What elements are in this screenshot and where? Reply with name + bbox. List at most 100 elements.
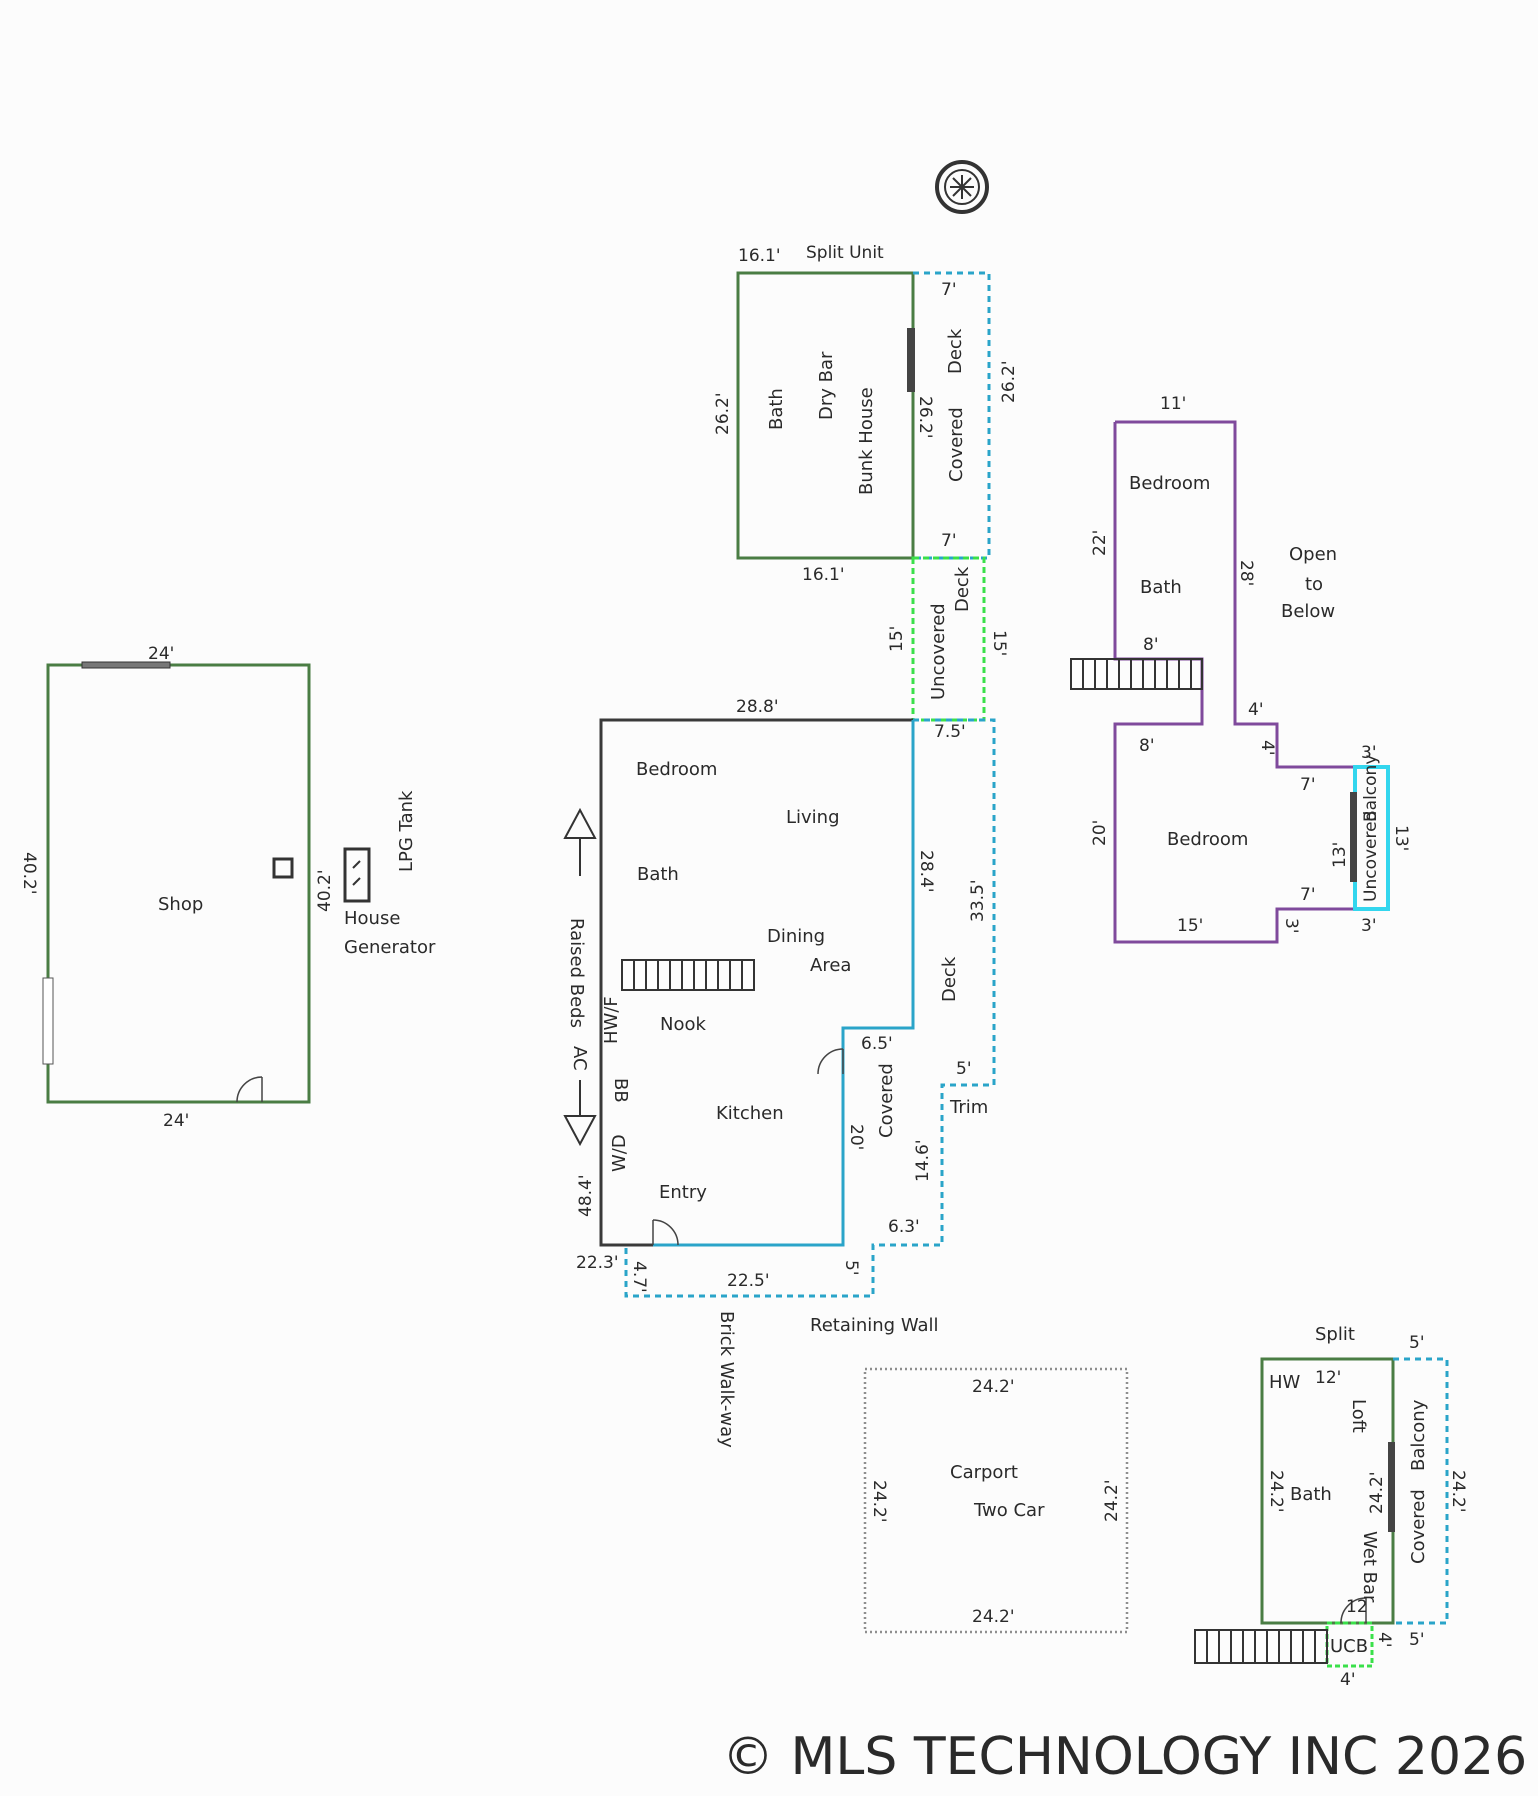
upper-d3c-dim: 3': [1361, 916, 1377, 936]
bunk-deck-label: Deck: [945, 328, 966, 374]
entry-label: Entry: [659, 1182, 707, 1203]
main-deck-dotted: [624, 718, 996, 1298]
main-house: 28.8' Bedroom Living Bath Dining Area No…: [563, 697, 996, 1448]
walk-deck-label: Deck: [952, 566, 973, 612]
split-d5b-dim: 5': [1409, 1630, 1425, 1650]
split-right-dim: 24.2': [1448, 1470, 1468, 1513]
split-unit-label: Split Unit: [806, 243, 884, 263]
upper-d13b-dim: 13': [1391, 825, 1411, 851]
copyright-watermark: © MLS TECHNOLOGY INC 2026: [722, 1727, 1527, 1787]
bunk-deck-outline: [913, 271, 991, 560]
raised-beds-arrow-down-icon: [563, 1080, 597, 1147]
split-d5a-dim: 5': [1409, 1333, 1425, 1353]
deck-right-dim: 26.2': [999, 360, 1019, 403]
lpg-tank-label: LPG Tank: [396, 790, 417, 872]
split-balcony-door: [1388, 1442, 1395, 1532]
dining-label: Dining: [767, 926, 825, 947]
shop-building: 24' 24' 40.2' 40.2' Shop LPG Tank House …: [19, 644, 436, 1131]
split-door-swing-icon: [1340, 1597, 1367, 1624]
main-house-dark-walls: [599, 718, 913, 1247]
main-bottom-left-dim: 22.3': [576, 1253, 619, 1273]
bunk-house-door: [907, 328, 915, 392]
shop-window-top: [81, 661, 171, 669]
house-generator-label-2: Generator: [344, 937, 436, 958]
split-d4a-dim: 4': [1374, 1632, 1394, 1648]
generator-icon: [343, 847, 371, 903]
main-d146-dim: 14.6': [913, 1139, 933, 1182]
two-car-label: Two Car: [973, 1500, 1045, 1521]
main-d47-dim: 4.7': [629, 1261, 649, 1293]
bunk-house: 16.1' Split Unit 16.1' 26.2' Bath Dry Ba…: [713, 243, 1019, 585]
main-d75-dim: 7.5': [934, 722, 966, 742]
main-deck-label: Deck: [939, 956, 960, 1002]
bunk-bath-label: Bath: [766, 388, 787, 430]
ac-label: AC: [569, 1046, 590, 1071]
carport-bottom-dim: 24.2': [972, 1607, 1015, 1627]
upper-d7a-dim: 7': [1300, 775, 1316, 795]
main-d335-dim: 33.5': [968, 879, 988, 922]
shop-top-dim: 24': [148, 644, 174, 664]
split-hw-label: HW: [1269, 1372, 1301, 1393]
upper-d8a-dim: 8': [1143, 635, 1159, 655]
dry-bar-label: Dry Bar: [816, 351, 837, 420]
main-d63-dim: 6.3': [888, 1217, 920, 1237]
entry-door-swing-icon: [652, 1219, 679, 1246]
bunk-covered-label: Covered: [946, 407, 967, 482]
upper-balcony-door: [1350, 792, 1357, 882]
upper-d8b-dim: 8': [1139, 736, 1155, 756]
upper-level-walls: [1113, 420, 1357, 944]
split-balcony-dotted: [1393, 1357, 1449, 1625]
open-to-below-label-2: to: [1305, 574, 1323, 595]
bunk-house-walls: [736, 271, 915, 560]
deck-bottom-dim: 7': [941, 531, 957, 551]
upper-d20-dim: 20': [1090, 820, 1110, 846]
main-d225-dim: 22.5': [727, 1271, 770, 1291]
walk-uncovered-label: Uncovered: [928, 603, 949, 700]
upper-d28-dim: 28': [1236, 560, 1256, 586]
upper-bedroom-label: Bedroom: [1167, 829, 1248, 850]
ucb-label: UCB: [1330, 1636, 1368, 1657]
upper-d7b-dim: 7': [1300, 885, 1316, 905]
shop-right-dim: 40.2': [315, 869, 335, 912]
north-arrow-icon: [935, 160, 989, 214]
upper-d3b-dim: 3': [1281, 918, 1301, 934]
main-bath-label: Bath: [637, 864, 679, 885]
wd-label: W/D: [609, 1134, 630, 1172]
shop-door-swing-icon: [236, 1076, 263, 1103]
deck-top-dim: 7': [941, 280, 957, 300]
uncovered-deck: 15' 15' Uncovered Deck: [887, 556, 1009, 722]
upper-level: 11' Bedroom 22' 28' Bath Open to Below 8…: [1070, 394, 1411, 944]
kitchen-label: Kitchen: [716, 1103, 784, 1124]
split-d12b-dim: 12: [1346, 1597, 1368, 1617]
nook-label: Nook: [660, 1014, 706, 1035]
split-label: Split: [1315, 1324, 1355, 1345]
bunk-inner-dim: 26.2': [915, 396, 935, 439]
upper-bedroom-top-label: Bedroom: [1129, 473, 1210, 494]
carport-label: Carport: [950, 1462, 1018, 1483]
upper-stairs-icon: [1070, 658, 1203, 690]
shop-outlet-icon: [272, 857, 294, 879]
loft-label: Loft: [1348, 1399, 1369, 1433]
walk-right-dim: 15': [989, 630, 1009, 656]
main-top-dim: 28.8': [736, 697, 779, 717]
upper-d4a-dim: 4': [1248, 700, 1264, 720]
upper-d13a-dim: 13': [1330, 842, 1350, 868]
main-covered-label: Covered: [876, 1063, 897, 1138]
carport-left-dim: 24.2': [869, 1480, 889, 1523]
main-house-blue-walls: [653, 720, 915, 1247]
house-generator-label-1: House: [344, 908, 400, 929]
main-stairs-icon: [621, 959, 755, 991]
main-left-dim: 48.4': [576, 1174, 596, 1217]
upper-top-dim: 11': [1160, 394, 1186, 414]
bunk-top-dim: 16.1': [738, 246, 781, 266]
raised-beds-label: Raised Beds: [566, 918, 587, 1028]
uncovered-deck-outline: [911, 556, 986, 722]
split-unit: Split 5' HW 12' Loft Bath 24.2' 24.2' We…: [1194, 1324, 1468, 1690]
upper-d22-dim: 22': [1090, 530, 1110, 556]
open-to-below-label-1: Open: [1289, 544, 1337, 565]
carport-top-dim: 24.2': [972, 1377, 1015, 1397]
main-d284-dim: 28.4': [916, 850, 936, 893]
split-left-dim: 24.2': [1266, 1470, 1286, 1513]
shop-left-dim: 40.2': [19, 852, 39, 895]
